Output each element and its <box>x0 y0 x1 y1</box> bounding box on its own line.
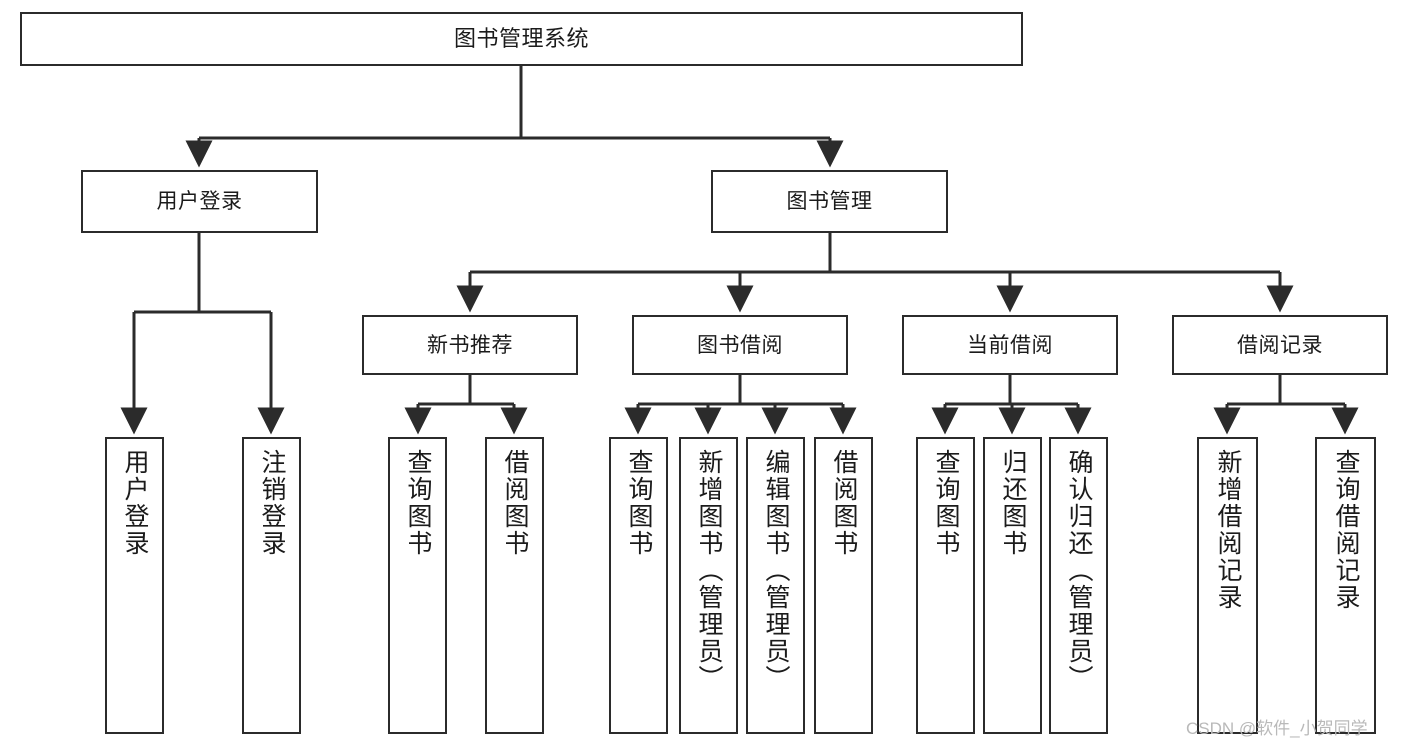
node-current-borrow-label: 当前借阅 <box>967 333 1053 357</box>
leaf-cb-query-book[interactable]: 查询图书 <box>916 437 975 734</box>
node-book-borrow-label: 图书借阅 <box>697 333 783 357</box>
node-book-manage-label: 图书管理 <box>786 190 873 213</box>
leaf-cb-confirm-return-label: 确认归还（管理员） <box>1065 449 1093 692</box>
node-borrow-record[interactable]: 借阅记录 <box>1172 315 1388 375</box>
leaf-nb-borrow-book-label: 借阅图书 <box>501 449 529 557</box>
leaf-br-add-record[interactable]: 新增借阅记录 <box>1197 437 1258 734</box>
leaf-br-query-record-label: 查询借阅记录 <box>1332 449 1360 611</box>
leaf-cb-return-book-label: 归还图书 <box>999 449 1027 557</box>
leaf-bb-borrow-book-label: 借阅图书 <box>830 449 858 557</box>
csdn-watermark: CSDN @软件_小贺同学 <box>1186 719 1368 738</box>
node-book-borrow[interactable]: 图书借阅 <box>632 315 848 375</box>
leaf-nb-borrow-book[interactable]: 借阅图书 <box>485 437 544 734</box>
leaf-user-login-label: 用户登录 <box>121 449 149 557</box>
leaf-bb-add-book-label: 新增图书（管理员） <box>695 449 723 692</box>
node-root-label: 图书管理系统 <box>453 26 589 51</box>
node-user-login-label: 用户登录 <box>156 190 243 213</box>
leaf-bb-query-book[interactable]: 查询图书 <box>609 437 668 734</box>
leaf-br-add-record-label: 新增借阅记录 <box>1214 449 1242 611</box>
leaf-user-login[interactable]: 用户登录 <box>105 437 164 734</box>
leaf-bb-edit-book-label: 编辑图书（管理员） <box>762 449 790 692</box>
node-new-book-label: 新书推荐 <box>427 333 513 357</box>
leaf-br-query-record[interactable]: 查询借阅记录 <box>1315 437 1376 734</box>
node-current-borrow[interactable]: 当前借阅 <box>902 315 1118 375</box>
node-borrow-record-label: 借阅记录 <box>1237 333 1323 357</box>
leaf-cb-return-book[interactable]: 归还图书 <box>983 437 1042 734</box>
leaf-bb-edit-book[interactable]: 编辑图书（管理员） <box>746 437 805 734</box>
node-new-book[interactable]: 新书推荐 <box>362 315 578 375</box>
leaf-bb-add-book[interactable]: 新增图书（管理员） <box>679 437 738 734</box>
leaf-nb-query-book[interactable]: 查询图书 <box>388 437 447 734</box>
leaf-nb-query-book-label: 查询图书 <box>404 449 432 557</box>
leaf-bb-query-book-label: 查询图书 <box>625 449 653 557</box>
leaf-logout[interactable]: 注销登录 <box>242 437 301 734</box>
leaf-bb-borrow-book[interactable]: 借阅图书 <box>814 437 873 734</box>
node-book-manage[interactable]: 图书管理 <box>711 170 948 233</box>
leaf-logout-label: 注销登录 <box>258 449 286 557</box>
node-user-login[interactable]: 用户登录 <box>81 170 318 233</box>
leaf-cb-query-book-label: 查询图书 <box>932 449 960 557</box>
node-root[interactable]: 图书管理系统 <box>20 12 1023 66</box>
leaf-cb-confirm-return[interactable]: 确认归还（管理员） <box>1049 437 1108 734</box>
